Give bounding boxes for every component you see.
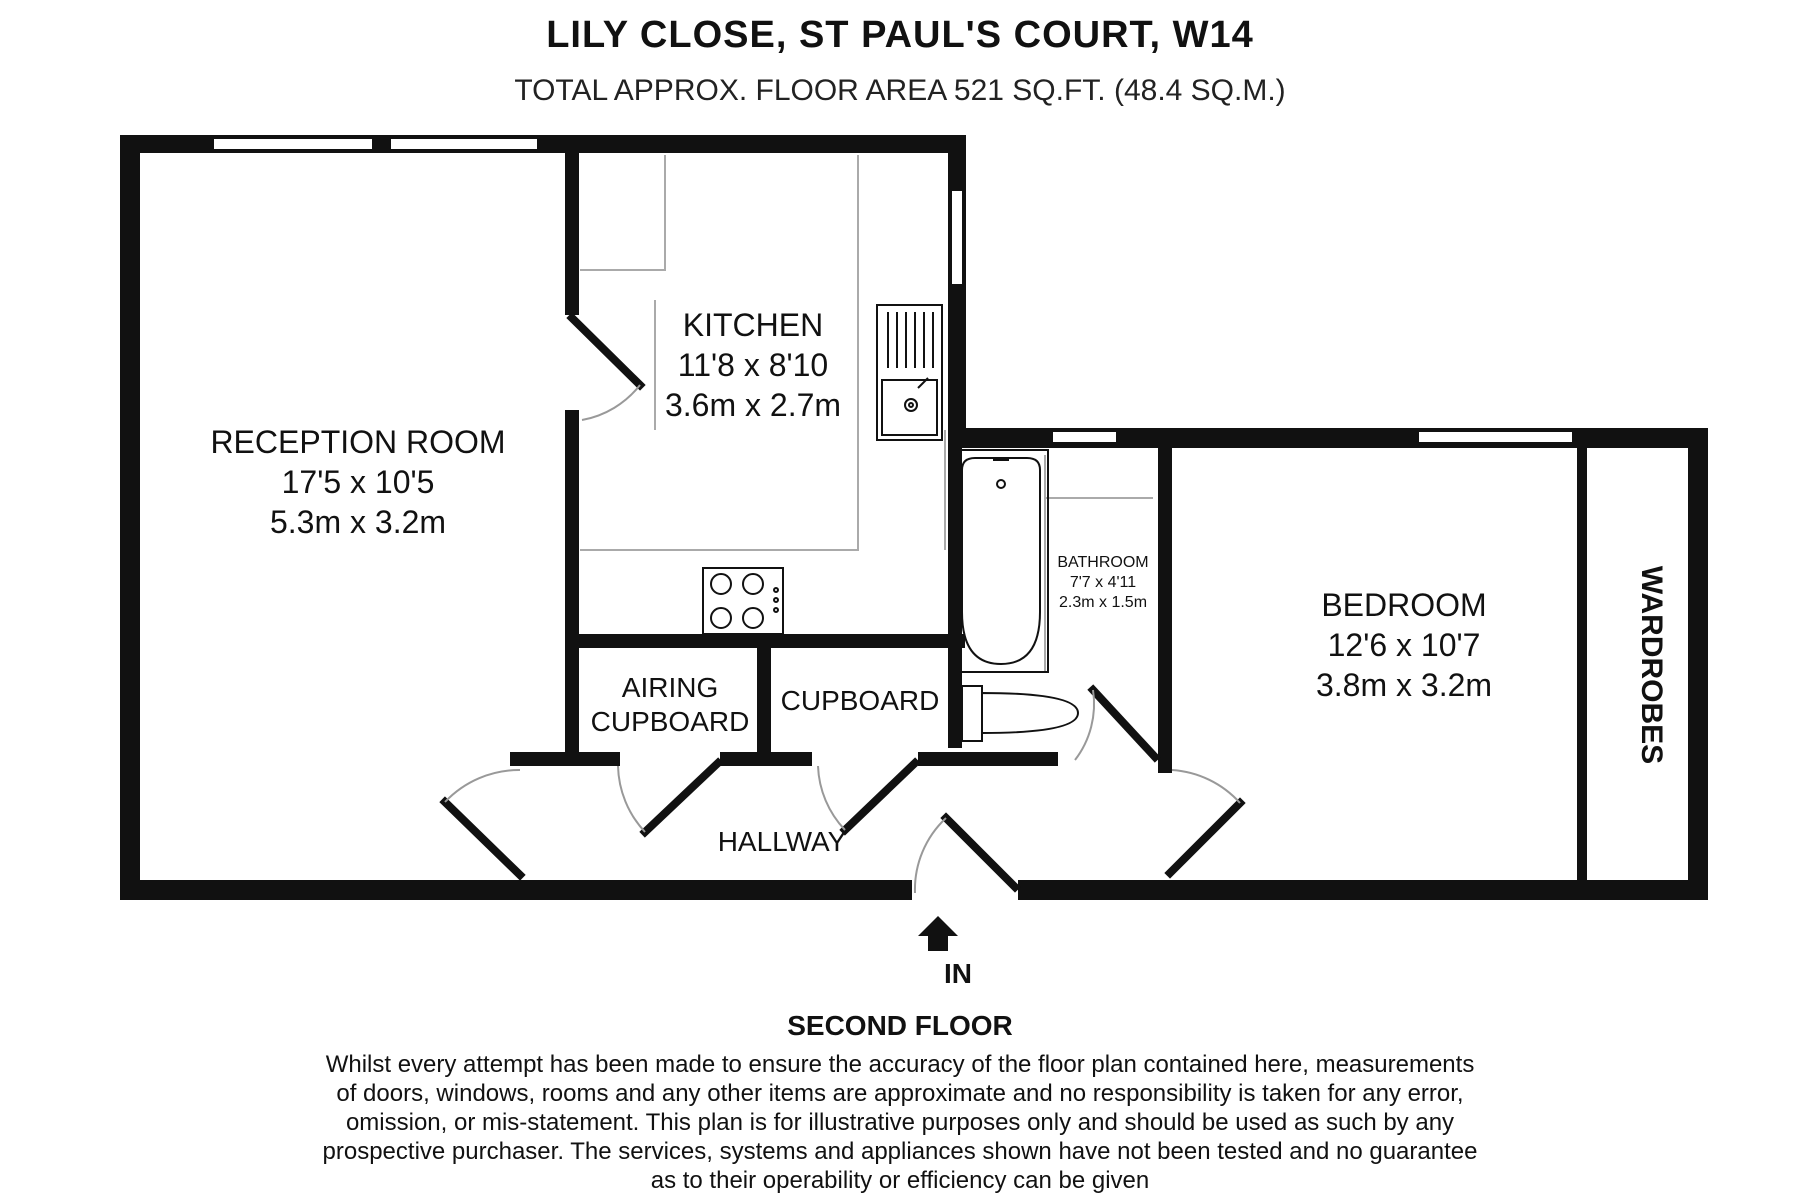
cupboard-door (839, 757, 921, 836)
bathroom-dimensions-imperial: 7'7 x 4'11 (1070, 574, 1136, 591)
bedroom-dimensions-metric: 3.8m x 3.2m (1316, 667, 1492, 703)
entrance-label: IN (944, 958, 972, 989)
reception-dimensions-imperial: 17'5 x 10'5 (282, 464, 435, 500)
disclaimer-line: of doors, windows, rooms and any other i… (336, 1080, 1464, 1107)
reception-door (439, 796, 526, 881)
bath-icon (952, 449, 1049, 673)
entrance-door (940, 812, 1021, 893)
window (950, 189, 964, 286)
disclaimer-line: prospective purchaser. The services, sys… (322, 1138, 1478, 1165)
door-swings (444, 384, 1241, 894)
window (212, 137, 374, 151)
kitchen-dimensions-imperial: 11'8 x 8'10 (678, 347, 828, 383)
floor-area-subtitle: TOTAL APPROX. FLOOR AREA 521 SQ.FT. (48.… (514, 74, 1286, 107)
airing-cupboard-door (639, 757, 724, 838)
bedroom-door (1164, 797, 1246, 879)
toilet-icon (961, 685, 1080, 742)
wardrobes-label: WARDROBES (1635, 566, 1668, 764)
kitchen-label: KITCHEN (683, 307, 823, 343)
disclaimer-line: omission, or mis-statement. This plan is… (345, 1109, 1455, 1136)
window (1417, 430, 1574, 444)
airing-cupboard-label-line2: CUPBOARD (591, 706, 750, 737)
reception-dimensions-metric: 5.3m x 3.2m (270, 504, 446, 540)
floor-level-label: SECOND FLOOR (787, 1010, 1013, 1041)
sink-icon (876, 304, 943, 441)
windows (212, 137, 1574, 444)
kitchen-door (566, 312, 646, 391)
entrance-arrow-icon (918, 916, 958, 951)
hob-icon (702, 567, 784, 635)
bathroom-label: BATHROOM (1057, 554, 1148, 571)
cupboard-label: CUPBOARD (781, 685, 940, 716)
airing-cupboard-label-line1: AIRING (622, 672, 718, 703)
reception-label: RECEPTION ROOM (210, 424, 505, 460)
plan-title: LILY CLOSE, ST PAUL'S COURT, W14 (546, 14, 1254, 56)
bathroom-dimensions-metric: 2.3m x 1.5m (1059, 594, 1147, 611)
bathroom-fixture-lines (1044, 455, 1153, 672)
bedroom-label: BEDROOM (1321, 587, 1486, 623)
window (1051, 430, 1118, 444)
kitchen-counters (580, 155, 946, 551)
disclaimer: Whilst every attempt has been made to en… (230, 1050, 1570, 1195)
doors (439, 312, 1246, 893)
hallway-label: HALLWAY (718, 826, 847, 857)
kitchen-dimensions-metric: 3.6m x 2.7m (665, 387, 841, 423)
disclaimer-line: Whilst every attempt has been made to en… (325, 1051, 1475, 1078)
bathroom-door (1087, 684, 1161, 763)
disclaimer-line: as to their operability or efficiency ca… (650, 1167, 1150, 1194)
bedroom-dimensions-imperial: 12'6 x 10'7 (1328, 627, 1481, 663)
window (389, 137, 539, 151)
